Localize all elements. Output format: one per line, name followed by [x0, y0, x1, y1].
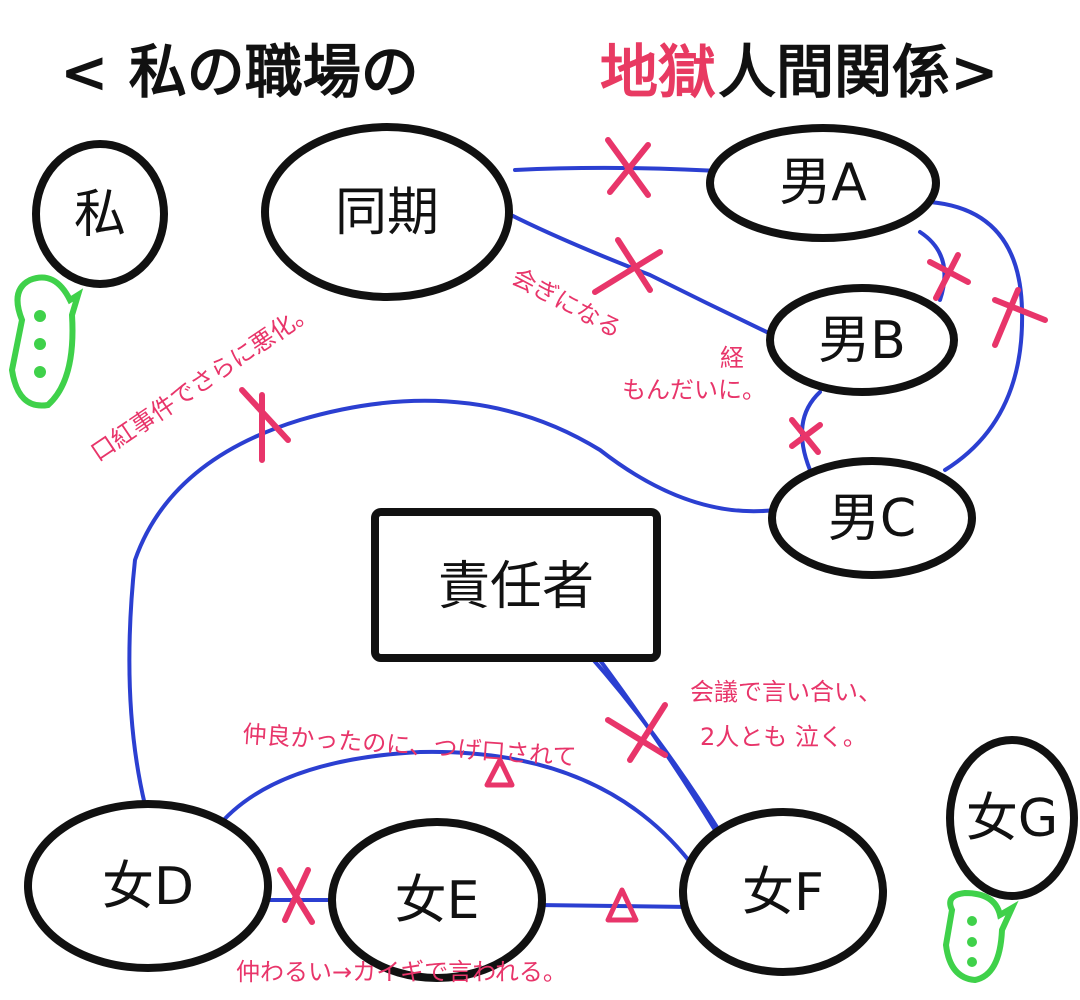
note-nakawarui: 仲わるい→カイギで言われる。 [236, 958, 567, 986]
diagram-title: < 私の職場の 地獄 人間関係> [60, 38, 999, 106]
title-suffix: 人間関係> [718, 38, 999, 106]
node-woman-g: 女G [946, 736, 1078, 900]
title-emphasis: 地獄 [600, 38, 716, 106]
node-label-man-a: 男A [779, 153, 867, 213]
note-kaiwa: 会ぎになる [507, 263, 626, 344]
edge-douki-man-b [503, 210, 794, 346]
node-woman-d: 女D [24, 800, 272, 972]
node-label-woman-f: 女F [742, 863, 824, 923]
note-kaiwa-line2: 経 [720, 344, 744, 372]
edge-douki-man-a [513, 165, 737, 174]
speech-text-me: ⋮ [40, 0, 41, 1]
node-label-man-b: 男B [818, 311, 906, 371]
note-kaigi-line2: 2人とも 泣く。 [700, 723, 867, 751]
conflict-marks [239, 137, 1048, 925]
node-label-me: 私 [74, 185, 126, 245]
node-label-manager: 責任者 [438, 557, 594, 617]
edge-man-c-woman-d [127, 398, 777, 807]
note-mondai: もんだいに。 [622, 376, 766, 404]
speech-text-woman-g: ⋮ [972, 0, 973, 1]
node-man-b: 男B [766, 284, 958, 396]
speech-bubble-me: ⋮ [8, 0, 84, 409]
cross-mark-icon [605, 702, 668, 763]
node-label-woman-g: 女G [966, 789, 1058, 849]
edge-manager-woman-f-2 [583, 638, 717, 832]
node-woman-f: 女F [679, 808, 887, 976]
node-woman-e: 女E [328, 818, 546, 982]
cross-mark-icon [789, 417, 823, 455]
note-kaigi: 会議で言い合い、 [690, 678, 882, 706]
node-douki: 同期 [261, 123, 513, 301]
speech-bubble-woman-g: ⋮ [942, 0, 1019, 984]
node-label-douki: 同期 [335, 183, 439, 243]
edge-man-b-man-c [800, 390, 822, 472]
cross-mark-icon [992, 287, 1048, 348]
cross-mark-icon [605, 137, 651, 198]
node-me: 私 [32, 140, 168, 288]
node-label-man-c: 男C [828, 489, 916, 549]
cross-mark-icon [277, 867, 315, 925]
node-man-c: 男C [768, 457, 976, 579]
node-label-woman-e: 女E [395, 871, 480, 931]
cross-mark-icon [927, 252, 971, 301]
node-label-woman-d: 女D [102, 857, 194, 917]
note-nakayoshi: 仲良かったのに、つげ口されて [242, 720, 578, 771]
triangle-mark-icon [484, 757, 515, 788]
edge-woman-d-woman-f [213, 749, 692, 864]
cross-mark-icon [592, 237, 663, 295]
triangle-mark-icon [605, 887, 639, 923]
node-manager: 責任者 [371, 508, 661, 662]
title-prefix: < 私の職場の [60, 38, 419, 106]
note-lipstick: 口紅事件でさらに悪化。 [86, 296, 321, 467]
node-man-a: 男A [706, 124, 940, 242]
cross-mark-icon [239, 387, 291, 463]
